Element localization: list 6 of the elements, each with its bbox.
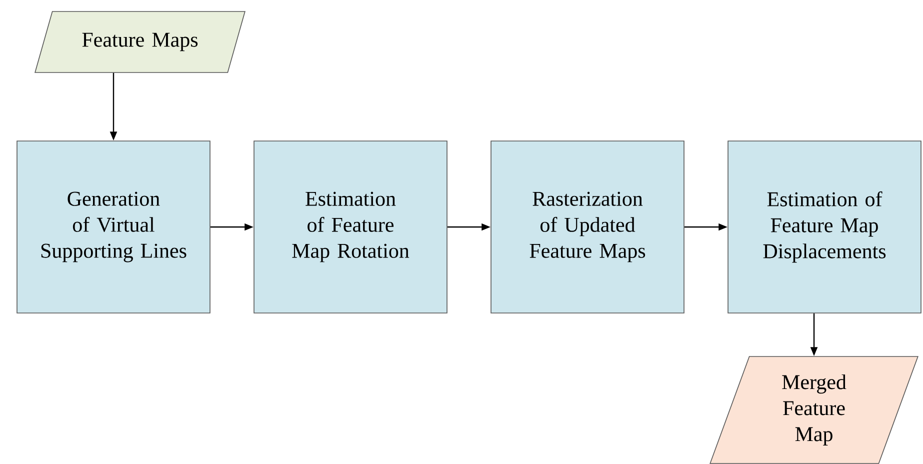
data-parallelogram: Merged Feature Map — [710, 356, 918, 464]
process-box: Rasterization of Updated Feature Maps — [490, 140, 684, 314]
data-parallelogram: Feature Maps — [34, 11, 246, 73]
process-box: Estimation of Feature Map Displacements — [728, 140, 922, 314]
process-box: Generation of Virtual Supporting Lines — [16, 140, 210, 314]
process-box: Estimation of Feature Map Rotation — [254, 140, 448, 314]
